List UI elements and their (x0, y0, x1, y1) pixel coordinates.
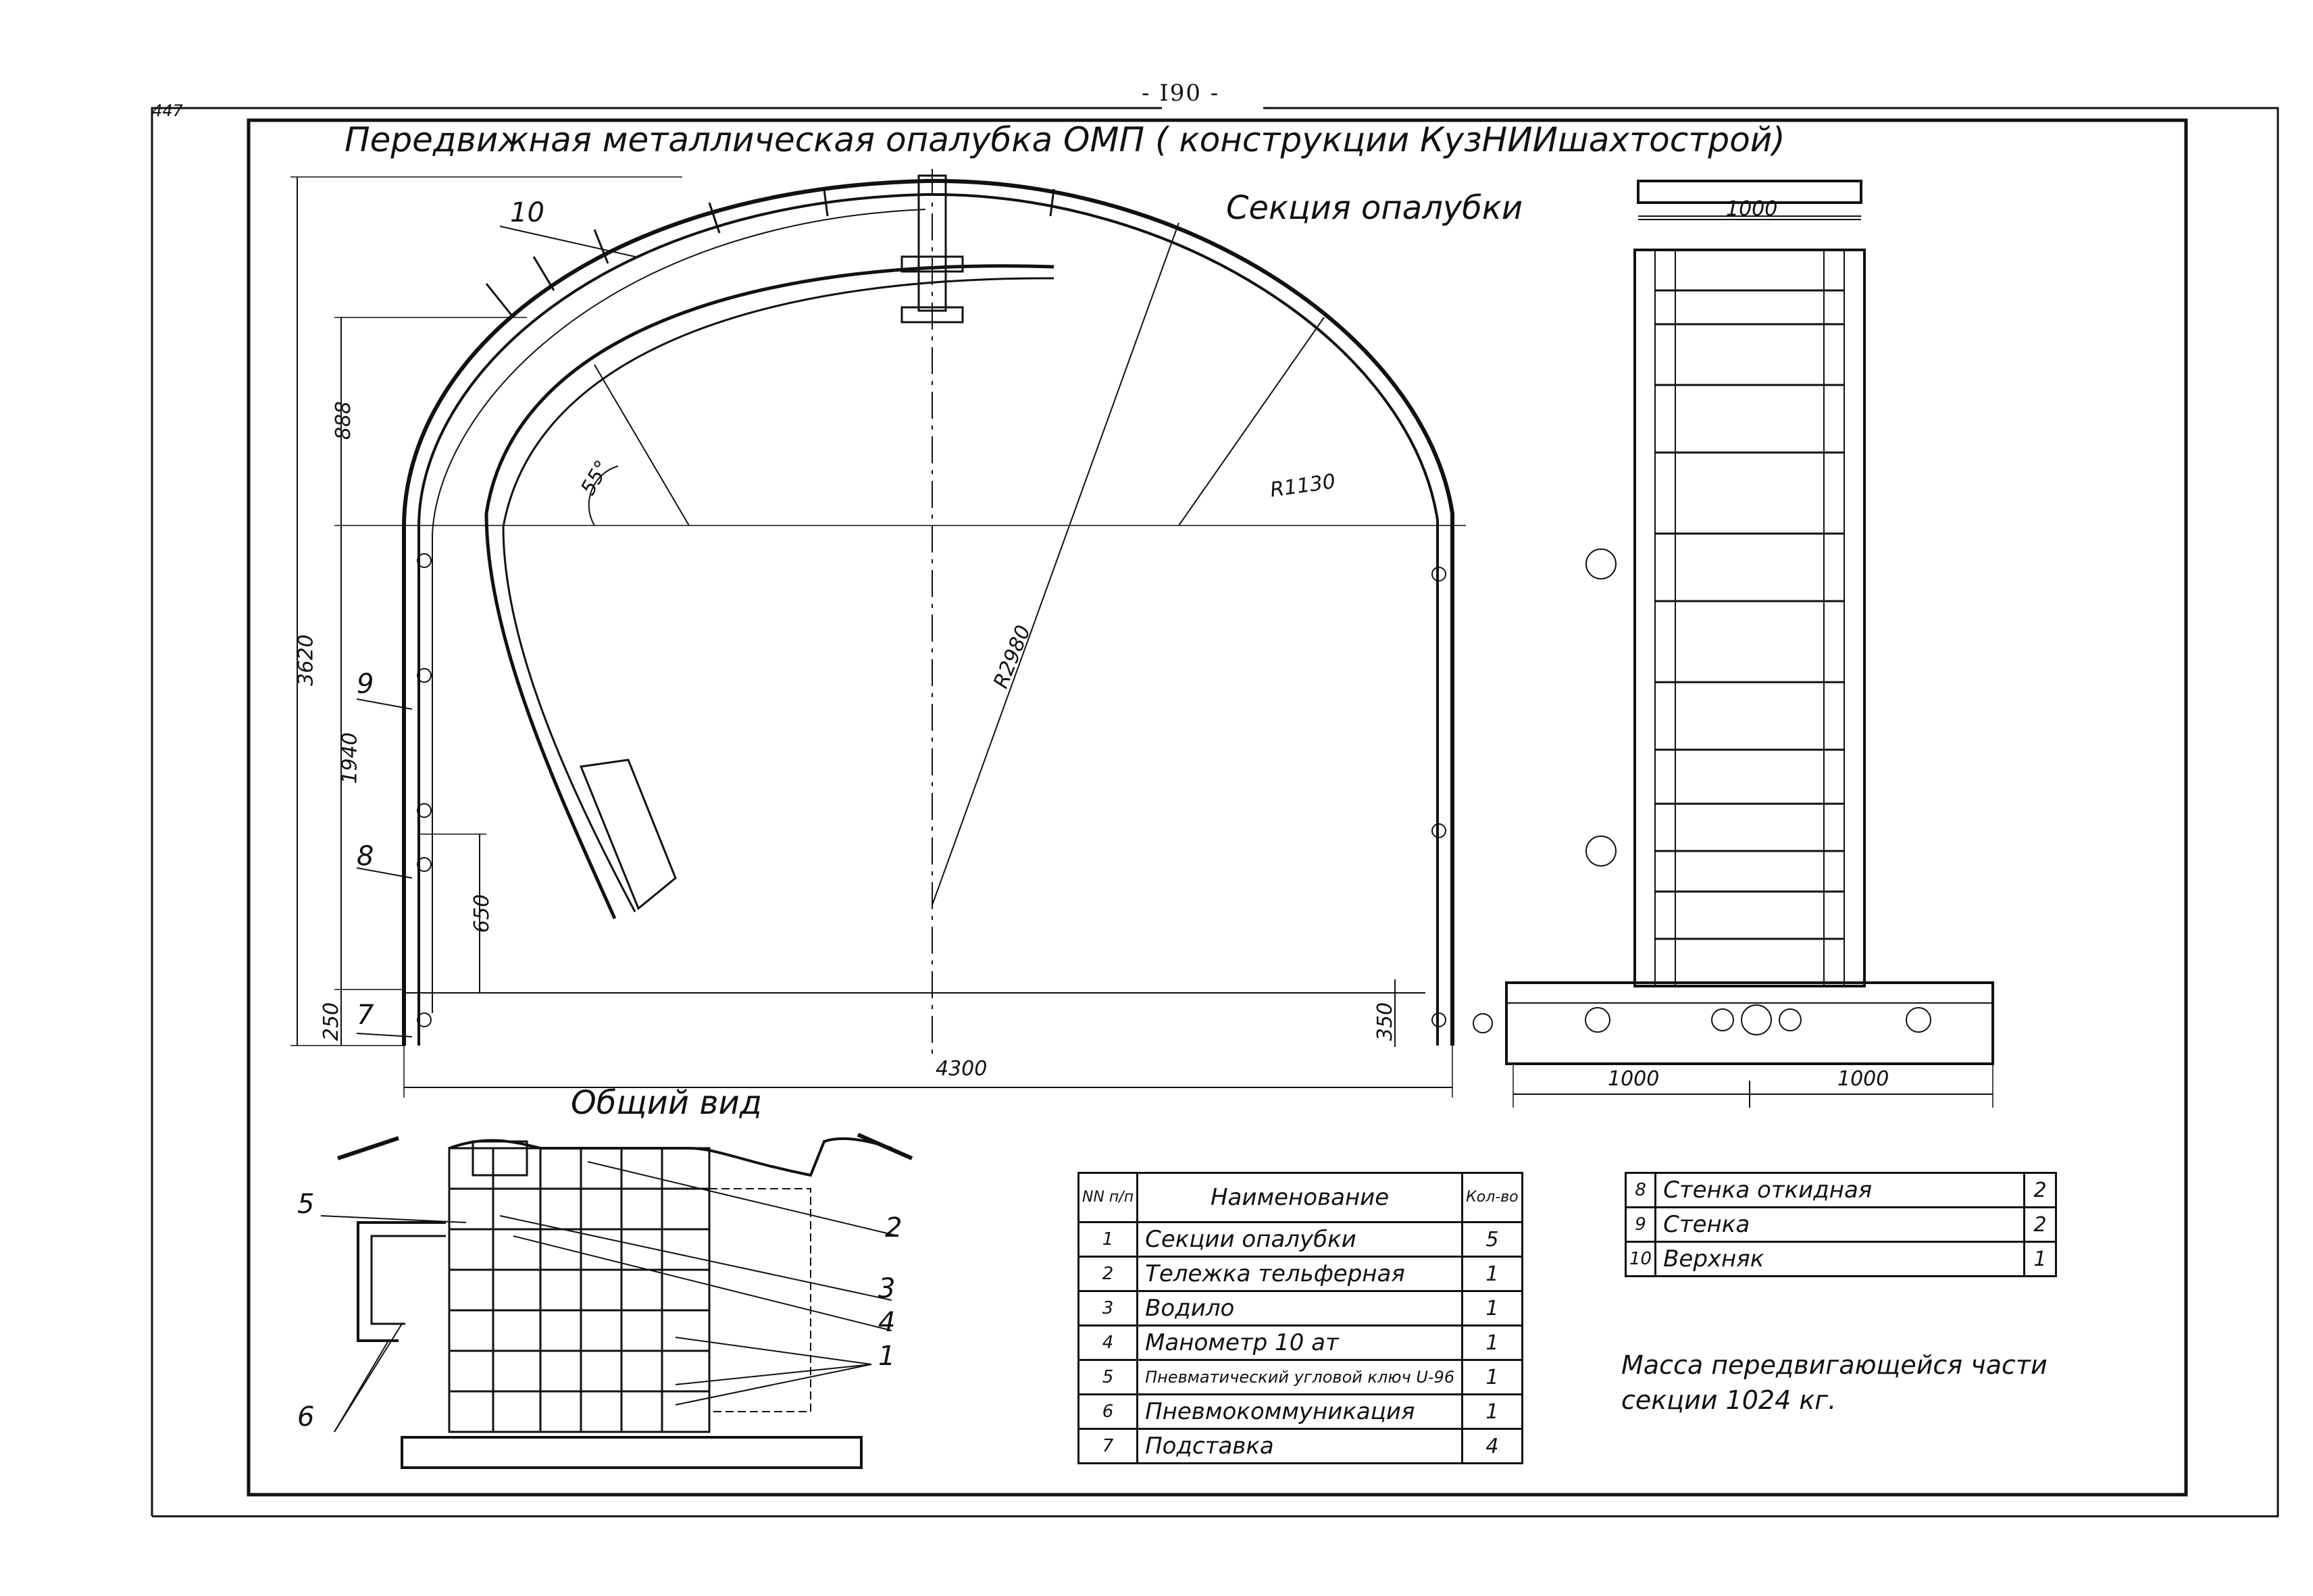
row-qty: 1 (1461, 1256, 1523, 1292)
table-row: 3 Водило 1 (1077, 1290, 1523, 1327)
inner-frame (247, 118, 2188, 1497)
callout-5: 5 (297, 1189, 315, 1220)
table-row: 2 Тележка тельферная 1 (1077, 1256, 1523, 1292)
row-name: Манометр 10 ат (1136, 1324, 1464, 1361)
row-num: 9 (1624, 1206, 1657, 1243)
table-row: 9 Стенка 2 (1624, 1206, 2057, 1243)
dim-height-total: 3620 (294, 634, 318, 686)
row-qty: 1 (1461, 1290, 1523, 1327)
row-name: Секции опалубки (1136, 1221, 1464, 1258)
dim-side-bottom-right: 1000 (1837, 1067, 1889, 1091)
drawing-title: Передвижная металлическая опалубка ОМП (… (345, 120, 1785, 159)
table-row: 6 Пневмокоммуникация 1 (1077, 1393, 1523, 1430)
row-qty: 2 (2023, 1206, 2057, 1243)
row-num: 7 (1077, 1428, 1139, 1464)
row-name: Тележка тельферная (1136, 1256, 1464, 1292)
dim-side-top: 1000 (1726, 197, 1778, 221)
general-view-drawing (320, 1133, 913, 1469)
callout-7: 7 (357, 1000, 374, 1031)
dim-650: 650 (470, 894, 494, 933)
dim-upper: 888 (332, 401, 356, 440)
side-view-drawing (1473, 180, 1994, 1108)
row-qty: 4 (1461, 1428, 1523, 1464)
callout-4: 4 (878, 1307, 896, 1338)
row-qty: 1 (1461, 1359, 1523, 1395)
outer-frame (151, 107, 1162, 1516)
table-row: 1 Секции опалубки 5 (1077, 1221, 1523, 1258)
table-row: 10 Верхняк 1 (1624, 1241, 2057, 1277)
row-name: Водило (1136, 1290, 1464, 1327)
row-num: 8 (1624, 1172, 1657, 1208)
row-name: Стенка (1654, 1206, 2025, 1243)
dim-middle: 1940 (338, 732, 362, 784)
row-num: 6 (1077, 1393, 1139, 1430)
page-number: - I90 - (1142, 80, 1220, 107)
callout-6: 6 (297, 1401, 315, 1433)
section-view-title: Секция опалубки (1226, 189, 1523, 227)
row-qty: 1 (2023, 1241, 2057, 1277)
table-row: 5 Пневматический угловой ключ U-96 1 (1077, 1359, 1523, 1395)
callout-1: 1 (878, 1341, 896, 1372)
spec-table-extra: 8 Стенка откидная 2 9 Стенка 2 10 Верхня… (1624, 1172, 2057, 1277)
row-qty: 1 (1461, 1324, 1523, 1361)
mass-note-line1: Масса передвигающейся части (1621, 1350, 2048, 1380)
row-num: 2 (1077, 1256, 1139, 1292)
row-name: Пневматический угловой ключ U-96 (1136, 1359, 1464, 1395)
callout-2: 2 (885, 1212, 903, 1243)
table-row: 4 Манометр 10 ат 1 (1077, 1324, 1523, 1361)
callout-8: 8 (357, 841, 374, 872)
row-num: 5 (1077, 1359, 1139, 1395)
table-row: 7 Подставка 4 (1077, 1428, 1523, 1464)
row-num: 10 (1624, 1241, 1657, 1277)
sheet-number: 447 (152, 101, 183, 120)
row-name: Пневмокоммуникация (1136, 1393, 1464, 1430)
mass-note: Масса передвигающейся части секции 1024 … (1621, 1347, 2048, 1418)
table-row: 8 Стенка откидная 2 (1624, 1172, 2057, 1208)
row-qty: 5 (1461, 1221, 1523, 1258)
header-num: NN п/п (1077, 1172, 1139, 1223)
dim-width: 4300 (936, 1057, 988, 1081)
general-view-title: Общий вид (571, 1084, 762, 1122)
row-name: Подставка (1136, 1428, 1464, 1464)
callout-9: 9 (357, 669, 374, 700)
dim-side-bottom-left: 1000 (1608, 1067, 1660, 1091)
dim-250: 250 (320, 1002, 344, 1041)
spec-table-main: NN п/п Наименование Кол-во 1 Секции опал… (1077, 1172, 1523, 1464)
row-num: 1 (1077, 1221, 1139, 1258)
mass-note-line2: секции 1024 кг. (1621, 1385, 1837, 1415)
dim-350: 350 (1373, 1002, 1398, 1041)
row-name: Верхняк (1654, 1241, 2025, 1277)
row-qty: 1 (1461, 1393, 1523, 1430)
callout-3: 3 (878, 1273, 896, 1304)
section-drawing (290, 169, 1466, 1098)
spec-table-header: NN п/п Наименование Кол-во (1077, 1172, 1523, 1223)
row-name: Стенка откидная (1654, 1172, 2025, 1208)
row-num: 3 (1077, 1290, 1139, 1327)
row-qty: 2 (2023, 1172, 2057, 1208)
header-qty: Кол-во (1461, 1172, 1523, 1223)
callout-10: 10 (510, 197, 544, 228)
header-name: Наименование (1136, 1172, 1464, 1223)
row-num: 4 (1077, 1324, 1139, 1361)
